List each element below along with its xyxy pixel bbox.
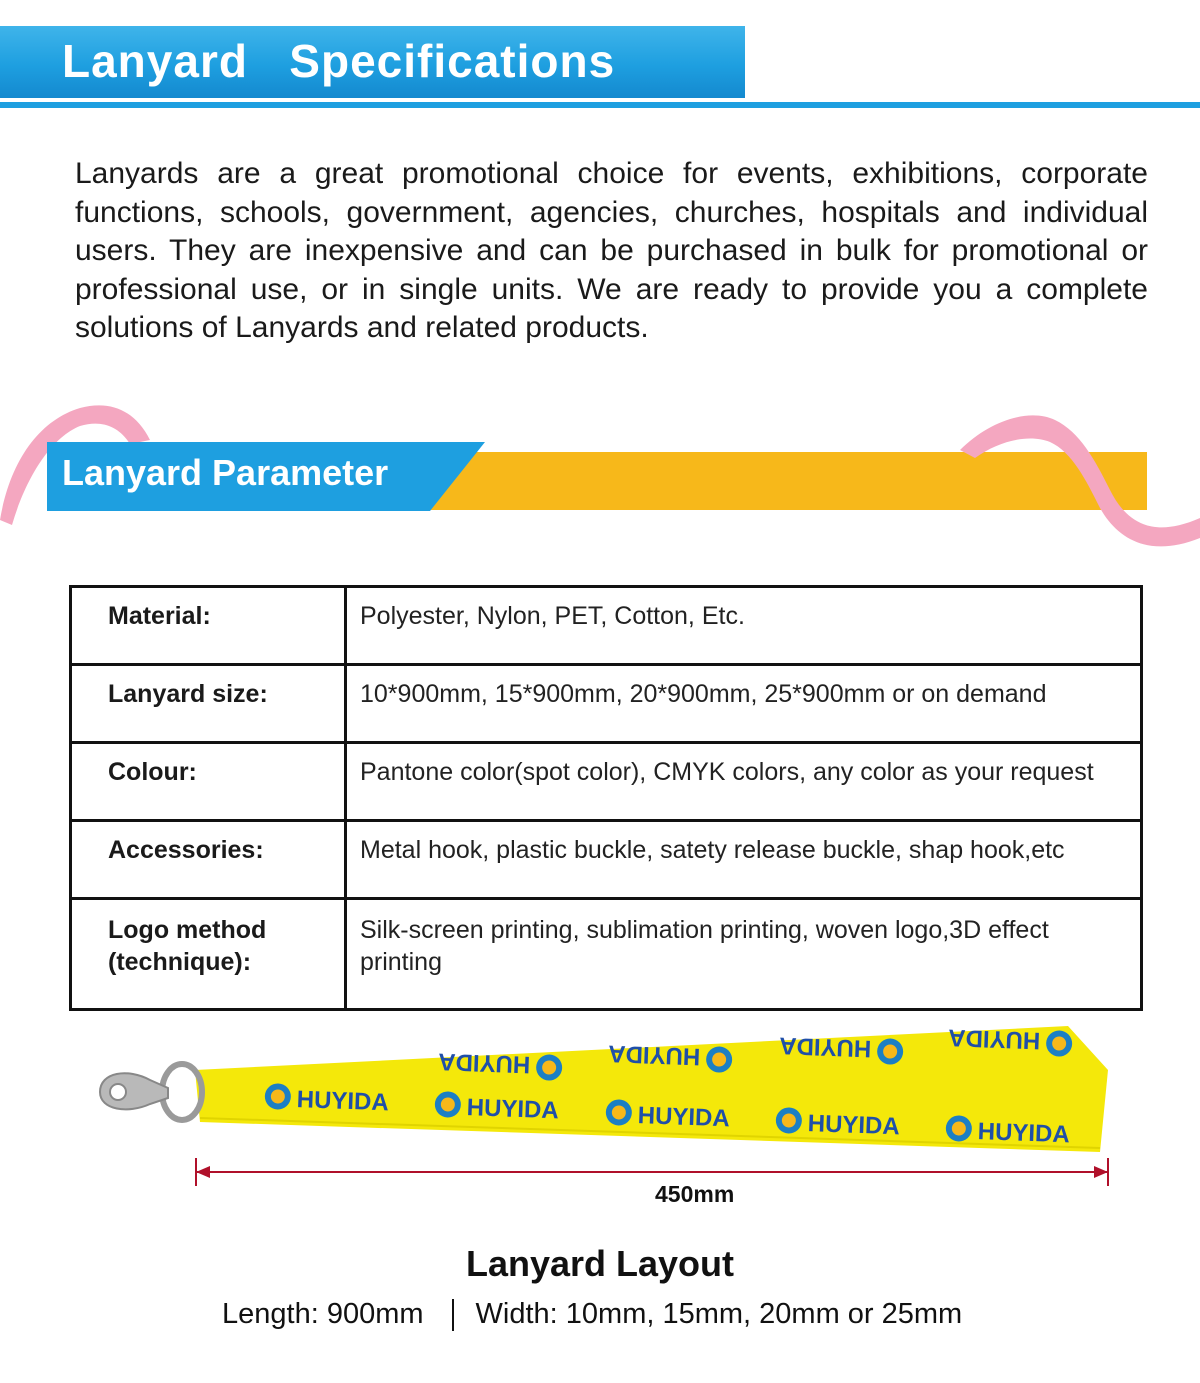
brand-logo-inverted: HUYIDA <box>948 1024 1073 1057</box>
param-value: Polyester, Nylon, PET, Cotton, Etc. <box>344 585 1143 666</box>
header-banner <box>0 26 745 98</box>
brand-text: HUYIDA <box>438 1048 531 1078</box>
param-value: Pantone color(spot color), CMYK colors, … <box>344 741 1143 822</box>
param-label: Accessories: <box>69 819 347 900</box>
table-row: Material: Polyester, Nylon, PET, Cotton,… <box>69 585 1143 666</box>
layout-title: Lanyard Layout <box>465 1243 735 1284</box>
parameter-table: Material: Polyester, Nylon, PET, Cotton,… <box>69 585 1143 1011</box>
length-value: 900mm <box>326 1298 424 1330</box>
brand-text: HUYIDA <box>466 1094 559 1124</box>
table-row: Lanyard size: 10*900mm, 15*900mm, 20*900… <box>69 663 1143 744</box>
brand-text: HUYIDA <box>948 1024 1041 1054</box>
section-ribbon <box>0 405 1200 547</box>
brand-text: HUYIDA <box>779 1032 872 1062</box>
brand-logo: HUYIDA <box>775 1107 900 1140</box>
blue-label-band <box>47 442 485 511</box>
metal-hook <box>98 1061 205 1123</box>
param-label: Lanyard size: <box>69 663 347 744</box>
brand-text: HUYIDA <box>977 1118 1070 1148</box>
width-label: Width: <box>475 1298 558 1330</box>
layout-specs: Length: 900mm Width: 10mm, 15mm, 20mm or … <box>222 1298 963 1332</box>
brand-text: HUYIDA <box>807 1110 900 1140</box>
page-title: Lanyard Specifications <box>62 35 616 87</box>
header-divider <box>0 102 1200 108</box>
lanyard-illustration: HUYIDA HUYIDA HUYIDA HUYIDA HUYIDA HUYID… <box>98 1024 1109 1186</box>
brand-text: HUYIDA <box>608 1040 701 1070</box>
brand-logo-inverted: HUYIDA <box>438 1048 563 1081</box>
length-label: Length: <box>222 1298 319 1330</box>
param-label: Material: <box>69 585 347 666</box>
dimension-label: 450mm <box>655 1181 735 1207</box>
pink-ribbon-left <box>0 405 150 525</box>
brand-logo: HUYIDA <box>264 1083 389 1116</box>
table-row: Colour: Pantone color(spot color), CMYK … <box>69 741 1143 822</box>
pink-ribbon-right <box>960 415 1200 547</box>
spec-separator <box>451 1299 454 1332</box>
brand-text: HUYIDA <box>637 1102 730 1132</box>
brand-logo: HUYIDA <box>605 1099 730 1132</box>
table-row: Logo method (technique): Silk-screen pri… <box>69 897 1143 1011</box>
table-row: Accessories: Metal hook, plastic buckle,… <box>69 819 1143 900</box>
dimension-line <box>195 1158 1109 1186</box>
param-value: Silk-screen printing, sublimation printi… <box>344 897 1143 1011</box>
brand-logo: HUYIDA <box>945 1115 1070 1148</box>
section-title: Lanyard Parameter <box>62 452 389 493</box>
intro-paragraph: Lanyards are a great promotional choice … <box>75 157 1148 344</box>
param-label: Logo method (technique): <box>69 897 347 1011</box>
param-value: Metal hook, plastic buckle, satety relea… <box>344 819 1143 900</box>
param-label: Colour: <box>69 741 347 822</box>
brand-logo: HUYIDA <box>434 1091 559 1124</box>
width-value: 10mm, 15mm, 20mm or 25mm <box>565 1298 963 1330</box>
brand-logo-inverted: HUYIDA <box>779 1032 904 1065</box>
param-value: 10*900mm, 15*900mm, 20*900mm, 25*900mm o… <box>344 663 1143 744</box>
brand-text: HUYIDA <box>296 1086 389 1116</box>
yellow-bar <box>420 452 1147 510</box>
brand-logo-inverted: HUYIDA <box>608 1040 733 1073</box>
